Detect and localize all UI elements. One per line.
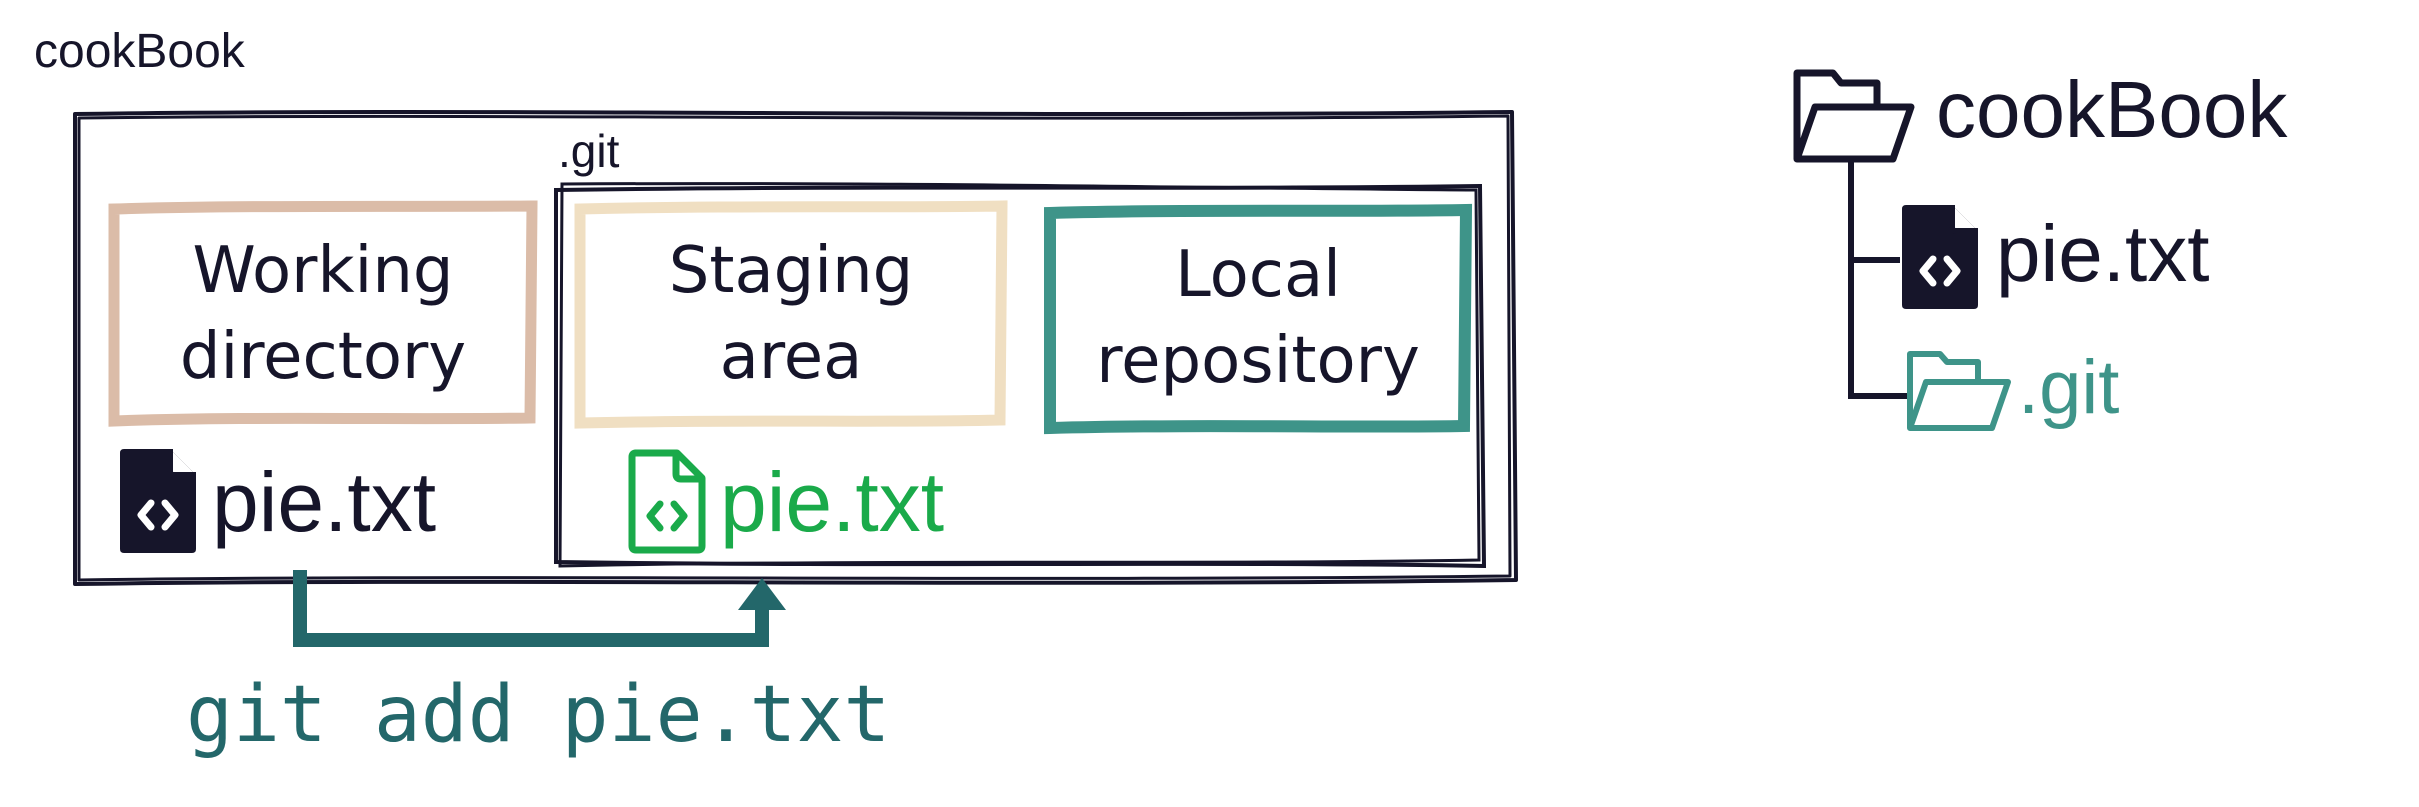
- local-repository-box: [1044, 203, 1473, 435]
- working-file-label: pie.txt: [212, 455, 437, 549]
- folder-open-icon: [1907, 351, 2011, 431]
- tree-connector-lines: [1848, 162, 1908, 399]
- staged-file-label: pie.txt: [720, 455, 945, 549]
- working-directory-label: Working directory: [114, 228, 532, 400]
- working-directory-line2: directory: [179, 320, 467, 394]
- code-file-icon: [628, 449, 706, 554]
- local-repository-line1: Local: [1175, 238, 1341, 312]
- staging-area-line2: area: [719, 320, 863, 394]
- local-repository-line2: repository: [1096, 324, 1420, 398]
- tree-root-label: cookBook: [1936, 65, 2288, 154]
- git-container-label: .git: [558, 125, 620, 177]
- outer-container-label: cookBook: [34, 25, 245, 78]
- git-add-command: git add pie.txt: [186, 670, 891, 760]
- staging-area-label: Staging area: [580, 228, 1002, 400]
- folder-open-icon: [1793, 69, 1915, 163]
- staging-area-line1: Staging: [668, 234, 914, 308]
- git-add-arrow: [293, 570, 786, 647]
- outer-container-border: [73, 110, 1518, 586]
- arrow-head: [738, 578, 786, 610]
- staging-area-box: [574, 200, 1008, 429]
- working-directory-box: [108, 200, 538, 427]
- local-repository-label: Local repository: [1050, 232, 1466, 404]
- git-container-border: [554, 182, 1487, 569]
- tree-git-label: .git: [2018, 345, 2120, 430]
- working-directory-line1: Working: [192, 234, 454, 308]
- tree-file-label: pie.txt: [1996, 209, 2210, 298]
- code-file-icon: [1902, 205, 1978, 309]
- code-file-icon: [120, 449, 196, 553]
